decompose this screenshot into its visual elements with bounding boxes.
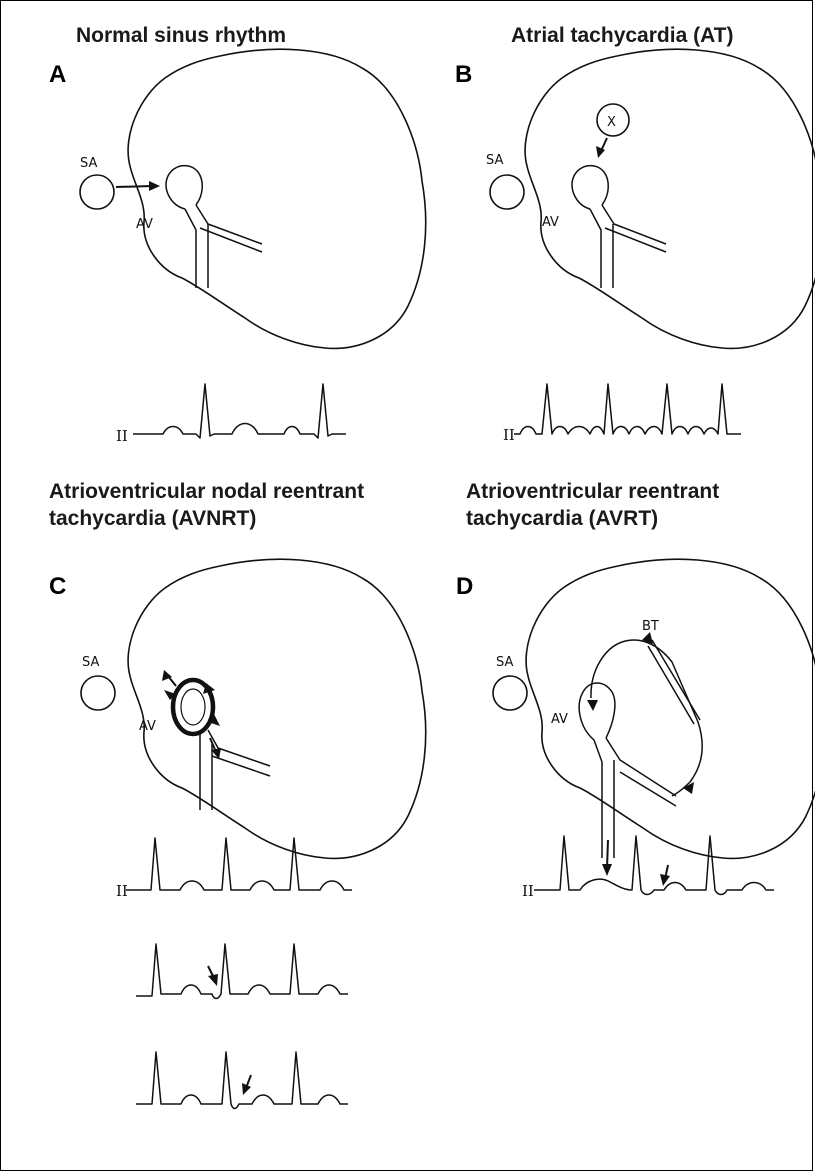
panel-c-letter: C <box>49 573 66 600</box>
panel-b-focus-arrow <box>596 138 607 158</box>
panel-c-av-label: AV <box>139 719 156 734</box>
panel-b-heart <box>525 49 815 348</box>
panel-c-av-conduction <box>200 730 270 810</box>
panel-c-arrow-3 <box>242 1075 251 1095</box>
panel-c-sa-label: SA <box>82 655 99 670</box>
panel-c-ecg-trace-1 <box>126 838 352 890</box>
panel-b-focus-label: X <box>607 115 616 130</box>
panel-d-bt-label: BT <box>642 619 659 634</box>
panel-a-lead-label: II <box>116 427 128 445</box>
panel-d-av-label: AV <box>551 712 568 727</box>
panel-a-av-conduction <box>166 166 262 288</box>
panel-d-ecg-arrow <box>660 865 670 886</box>
panel-d-sa-label: SA <box>496 655 513 670</box>
panel-d-lead-label: II <box>522 882 534 900</box>
panel-b-letter: B <box>455 61 472 88</box>
panel-b-sa-node <box>490 175 524 209</box>
panel-a-ecg-trace <box>133 384 346 438</box>
panel-d-title-line1: Atrioventricular reentrant <box>466 480 719 503</box>
panel-b-title: Atrial tachycardia (AT) <box>511 24 734 47</box>
panel-a: Normal sinus rhythm A SA AV II <box>49 24 426 445</box>
panel-d-sa-node <box>493 676 527 710</box>
panel-d-letter: D <box>456 573 473 600</box>
panel-b-sa-label: SA <box>486 153 503 168</box>
panel-c-lead-label: II <box>116 882 128 900</box>
panel-a-sa-node <box>80 175 114 209</box>
panel-c-ecg-trace-3 <box>136 1052 348 1109</box>
panel-b-ecg-trace <box>514 384 741 434</box>
panel-d-ecg-trace <box>534 836 774 895</box>
panel-c-title-line1: Atrioventricular nodal reentrant <box>49 480 364 503</box>
panel-a-letter: A <box>49 61 66 88</box>
panel-b: Atrial tachycardia (AT) B SA AV X II <box>455 24 815 444</box>
panel-d-heart <box>526 559 815 858</box>
panel-a-heart <box>128 49 426 348</box>
panel-d: Atrioventricular reentrant tachycardia (… <box>456 480 815 900</box>
panel-c-arrow-2 <box>208 966 218 986</box>
panel-d-title-line2: tachycardia (AVRT) <box>466 507 658 530</box>
panel-b-lead-label: II <box>503 426 515 444</box>
panel-d-reentry-circuit <box>587 632 702 876</box>
panel-c-sa-node <box>81 676 115 710</box>
panel-a-sa-label: SA <box>80 156 97 171</box>
panel-c-title-line2: tachycardia (AVNRT) <box>49 507 256 530</box>
panel-b-av-label: AV <box>542 215 559 230</box>
panel-c-ecg-trace-2 <box>136 944 348 999</box>
panel-a-av-label: AV <box>136 217 153 232</box>
panel-b-av-conduction <box>572 166 666 288</box>
panel-c: Atrioventricular nodal reentrant tachyca… <box>49 480 426 1109</box>
panel-a-title: Normal sinus rhythm <box>76 24 286 47</box>
